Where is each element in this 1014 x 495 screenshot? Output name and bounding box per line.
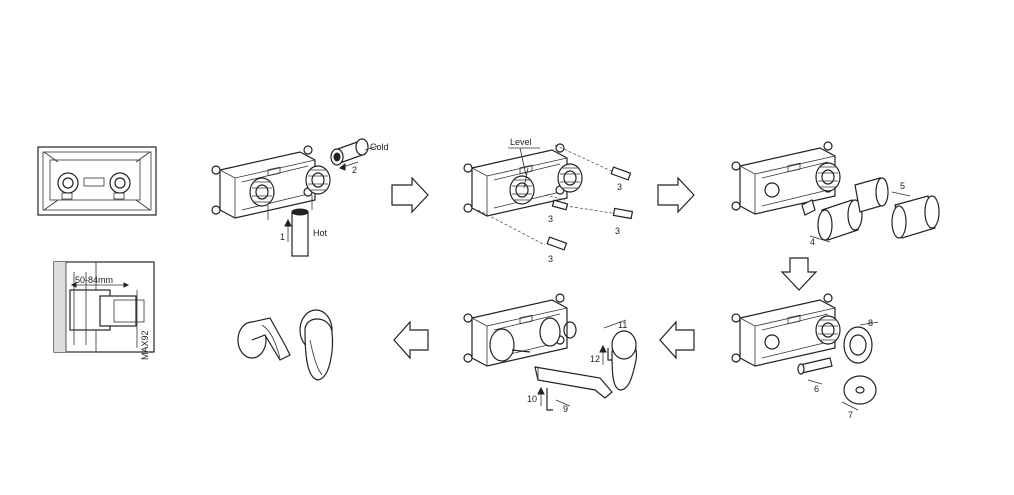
step-3-number-b: 3 [548,214,553,224]
step-9-number: 9 [563,404,568,414]
step-12-number: 12 [590,354,600,364]
step-5-number: 5 [900,181,905,191]
anchor-screw [546,166,634,251]
step-3-number-c: 3 [615,226,620,236]
step-3-number-d: 3 [548,254,553,264]
lever-handle [611,330,637,391]
final-spout [237,317,291,361]
cartridge-right [891,195,940,239]
step-4-number: 4 [810,237,815,247]
side-section-view: 50-84mm MAX92 [53,261,155,360]
extension-spindle [797,357,833,375]
step-7-number: 7 [848,410,853,420]
step-10-number: 10 [527,394,537,404]
final-assembly [237,309,334,381]
back-arrow-icon [659,320,695,360]
cartridge-cap [854,177,889,213]
step-11-number: 11 [618,320,627,330]
step-1-number: 1 [280,232,285,242]
hot-label: Hot [313,228,328,238]
max-dimension-label: MAX92 [140,330,150,360]
front-view-valve [37,146,157,216]
escutcheon-ring [843,326,873,364]
cold-label: Cold [370,142,389,152]
level-label: Level [510,137,532,147]
escutcheon-plate [843,375,877,405]
spout [534,366,613,399]
step-3-number-a: 3 [617,182,622,192]
next-arrow-icon [391,176,429,214]
cold-cap [330,138,369,166]
back-arrow-icon [393,320,429,360]
step-5-spout-handle: 11 12 10 9 [463,293,637,414]
step-3-cartridges: 5 4 [731,141,940,247]
step-2-number: 2 [352,165,357,175]
step-4-cover-plates: 8 6 7 [731,293,879,420]
down-arrow-icon [780,257,818,291]
cartridge-left [817,199,863,241]
step-1-assembly: Cold 2 1 Hot [211,138,389,257]
hot-cap [291,208,309,257]
next-arrow-icon [657,176,695,214]
final-handle [299,309,334,381]
step-6-number: 6 [814,384,819,394]
allen-key-icon [546,348,612,411]
dimension-label: 50-84mm [75,275,113,285]
step-2-mounting: Level 3 3 3 3 [463,137,634,264]
step-8-number: 8 [868,318,873,328]
